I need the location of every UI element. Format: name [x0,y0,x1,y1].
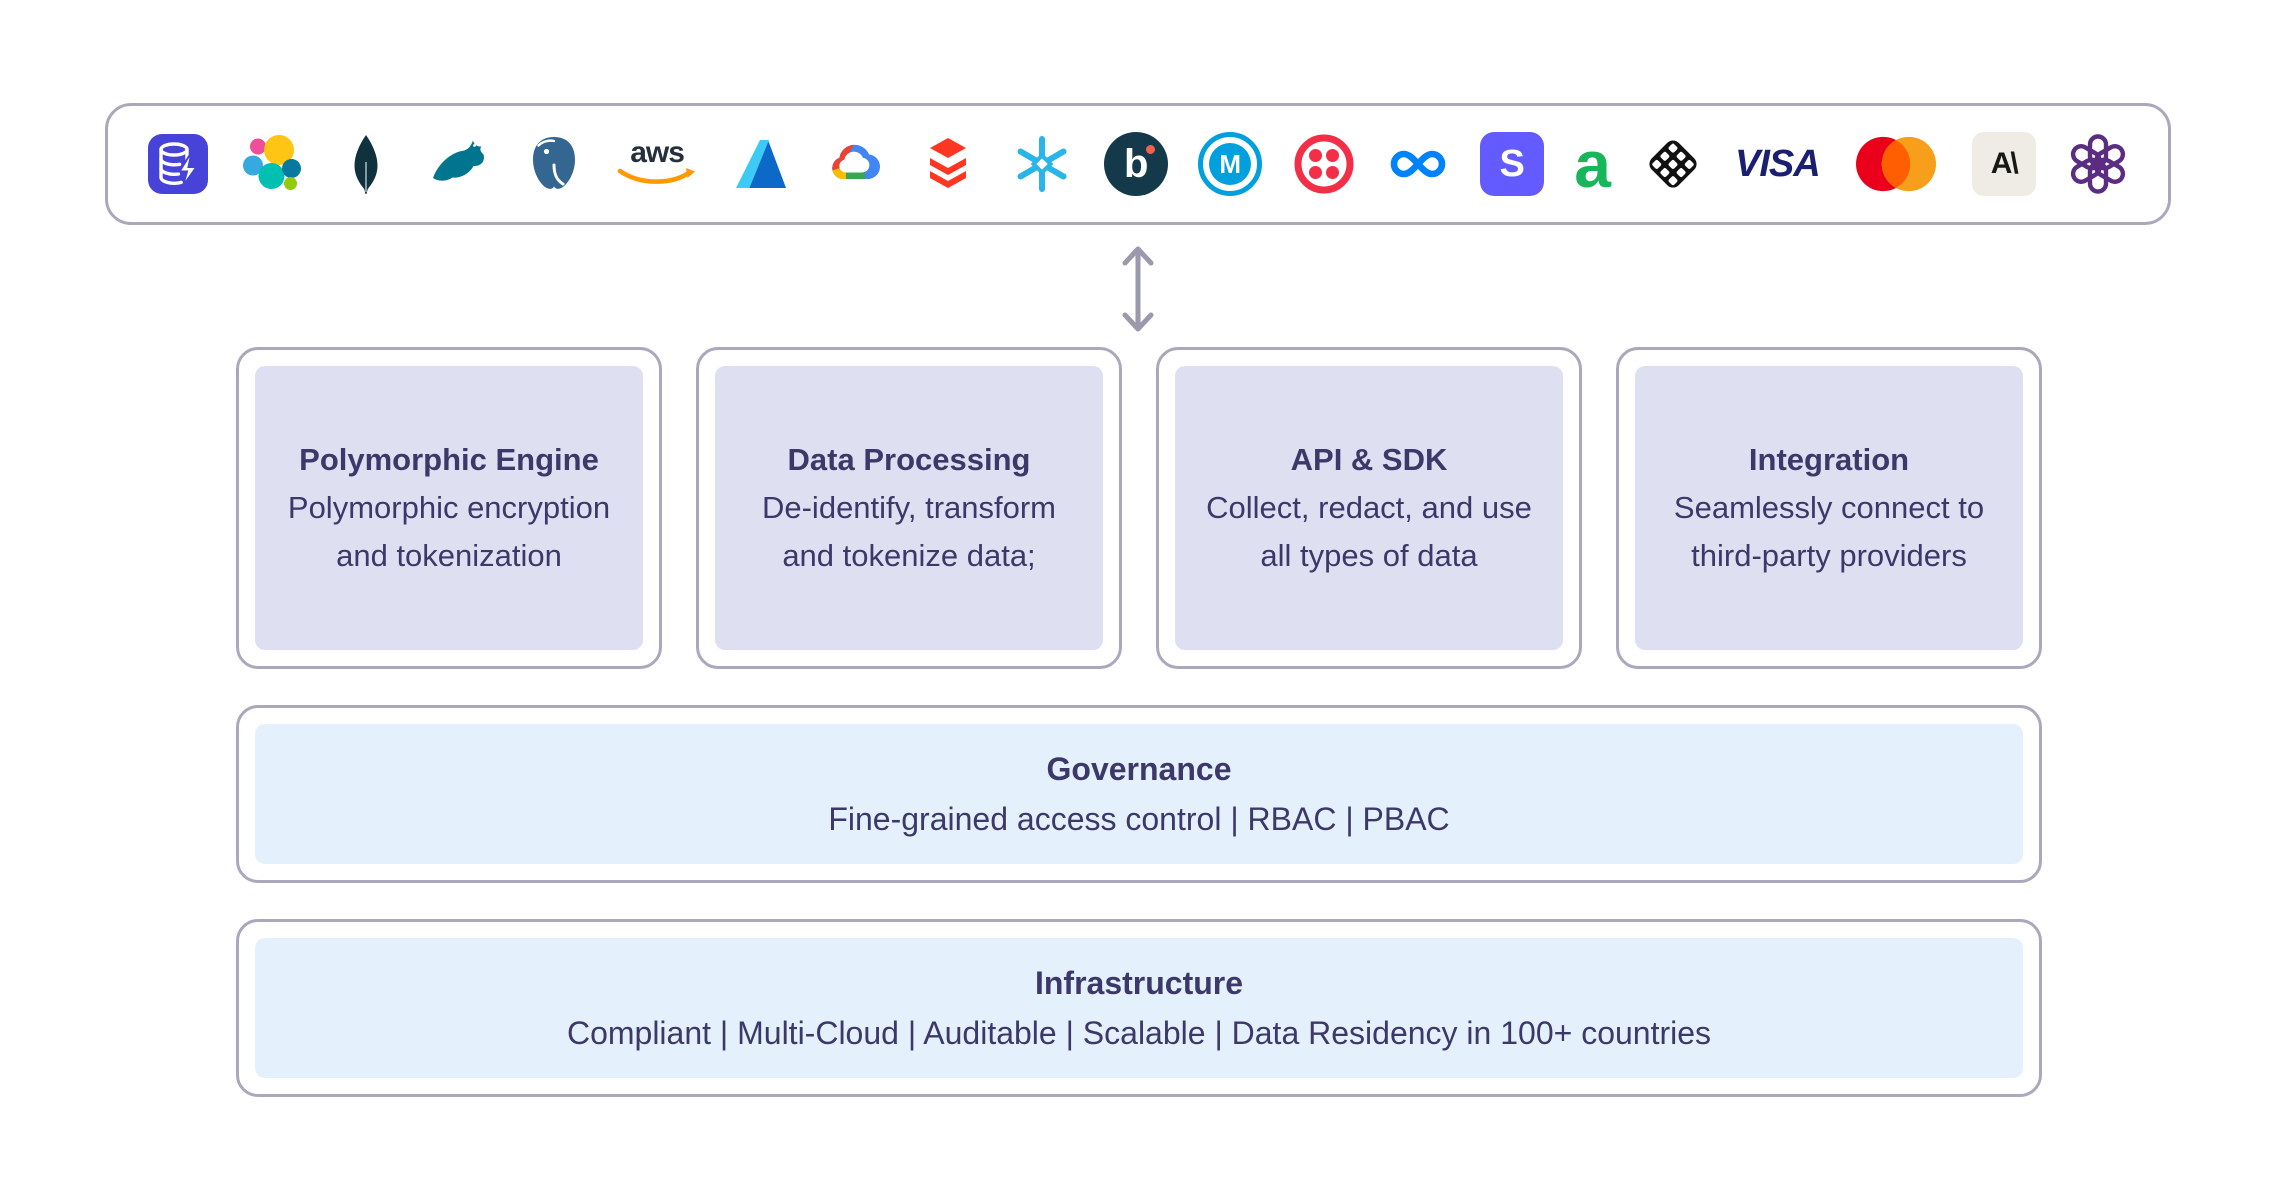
aws-wordmark: aws [630,136,685,169]
google-cloud-icon [822,131,886,197]
stripe-logo: S [1480,131,1545,197]
governance-band: Governance Fine-grained access control |… [236,705,2042,883]
elasticsearch-icon [240,131,304,197]
card-description: De-identify, transform and tokenize data… [761,490,1056,573]
mastercard-icon [1850,131,1942,197]
azure-icon [728,131,792,197]
card-title: Integration [1748,442,1910,477]
card-description: Collect, redact, and use all types of da… [1206,490,1532,573]
governance-description: Fine-grained access control | RBAC | PBA… [828,801,1450,837]
infrastructure-band: Infrastructure Compliant | Multi-Cloud |… [236,919,2042,1097]
openai-icon [2066,131,2130,197]
mysql-icon [428,131,492,197]
vertical-double-arrow-icon [1122,246,1154,332]
card-title: API & SDK [1290,442,1448,477]
card-data-processing: Data Processing De-identify, transform a… [696,347,1122,669]
governance-title: Governance [1046,751,1232,787]
feature-cards-row: Polymorphic Engine Polymorphic encryptio… [236,347,2042,669]
card-panel: Polymorphic Engine Polymorphic encryptio… [255,366,643,650]
meta-icon [1386,131,1450,197]
b-logo-dot [1146,145,1156,154]
mulesoft-letter: M [1219,148,1241,179]
card-description: Polymorphic encryption and tokenization [287,490,611,573]
postgresql-icon [522,131,586,197]
card-description: Seamlessly connect to third-party provid… [1673,490,1985,573]
sync-arrow [1114,244,1162,339]
anthropic-logo: A\ [1971,131,2036,197]
b-logo-letter: b [1123,142,1149,186]
governance-panel: Governance Fine-grained access control |… [255,724,2023,864]
card-panel: Integration Seamlessly connect to third-… [1635,366,2023,650]
aws-smile-icon [617,168,696,184]
green-a-logo: a [1574,131,1611,197]
mulesoft-logo: M [1198,131,1263,197]
anthropic-glyph: A\ [1990,147,2019,180]
twilio-icon [1292,131,1356,197]
infrastructure-description: Compliant | Multi-Cloud | Auditable | Sc… [566,1015,1712,1051]
plaid-icon [1641,131,1705,197]
snowflake-icon [1010,131,1074,197]
b-circle-logo: b [1104,131,1169,197]
card-polymorphic-engine: Polymorphic Engine Polymorphic encryptio… [236,347,662,669]
database-bolt-icon [146,131,210,197]
card-api-sdk: API & SDK Collect, redact, and use all t… [1156,347,1582,669]
aws-logo: aws [616,131,698,197]
infrastructure-panel: Infrastructure Compliant | Multi-Cloud |… [255,938,2023,1078]
card-panel: API & SDK Collect, redact, and use all t… [1175,366,1563,650]
card-title: Data Processing [787,442,1031,477]
databricks-icon [916,131,980,197]
mongodb-icon [334,131,398,197]
green-a-letter: a [1574,127,1611,201]
infrastructure-title: Infrastructure [1034,965,1244,1001]
card-title: Polymorphic Engine [299,442,599,477]
integrations-logo-bar: aws [105,103,2171,225]
visa-logo: VISA [1734,131,1821,197]
stripe-letter: S [1499,142,1525,185]
visa-wordmark: VISA [1734,142,1821,185]
card-panel: Data Processing De-identify, transform a… [715,366,1103,650]
card-integration: Integration Seamlessly connect to third-… [1616,347,2042,669]
